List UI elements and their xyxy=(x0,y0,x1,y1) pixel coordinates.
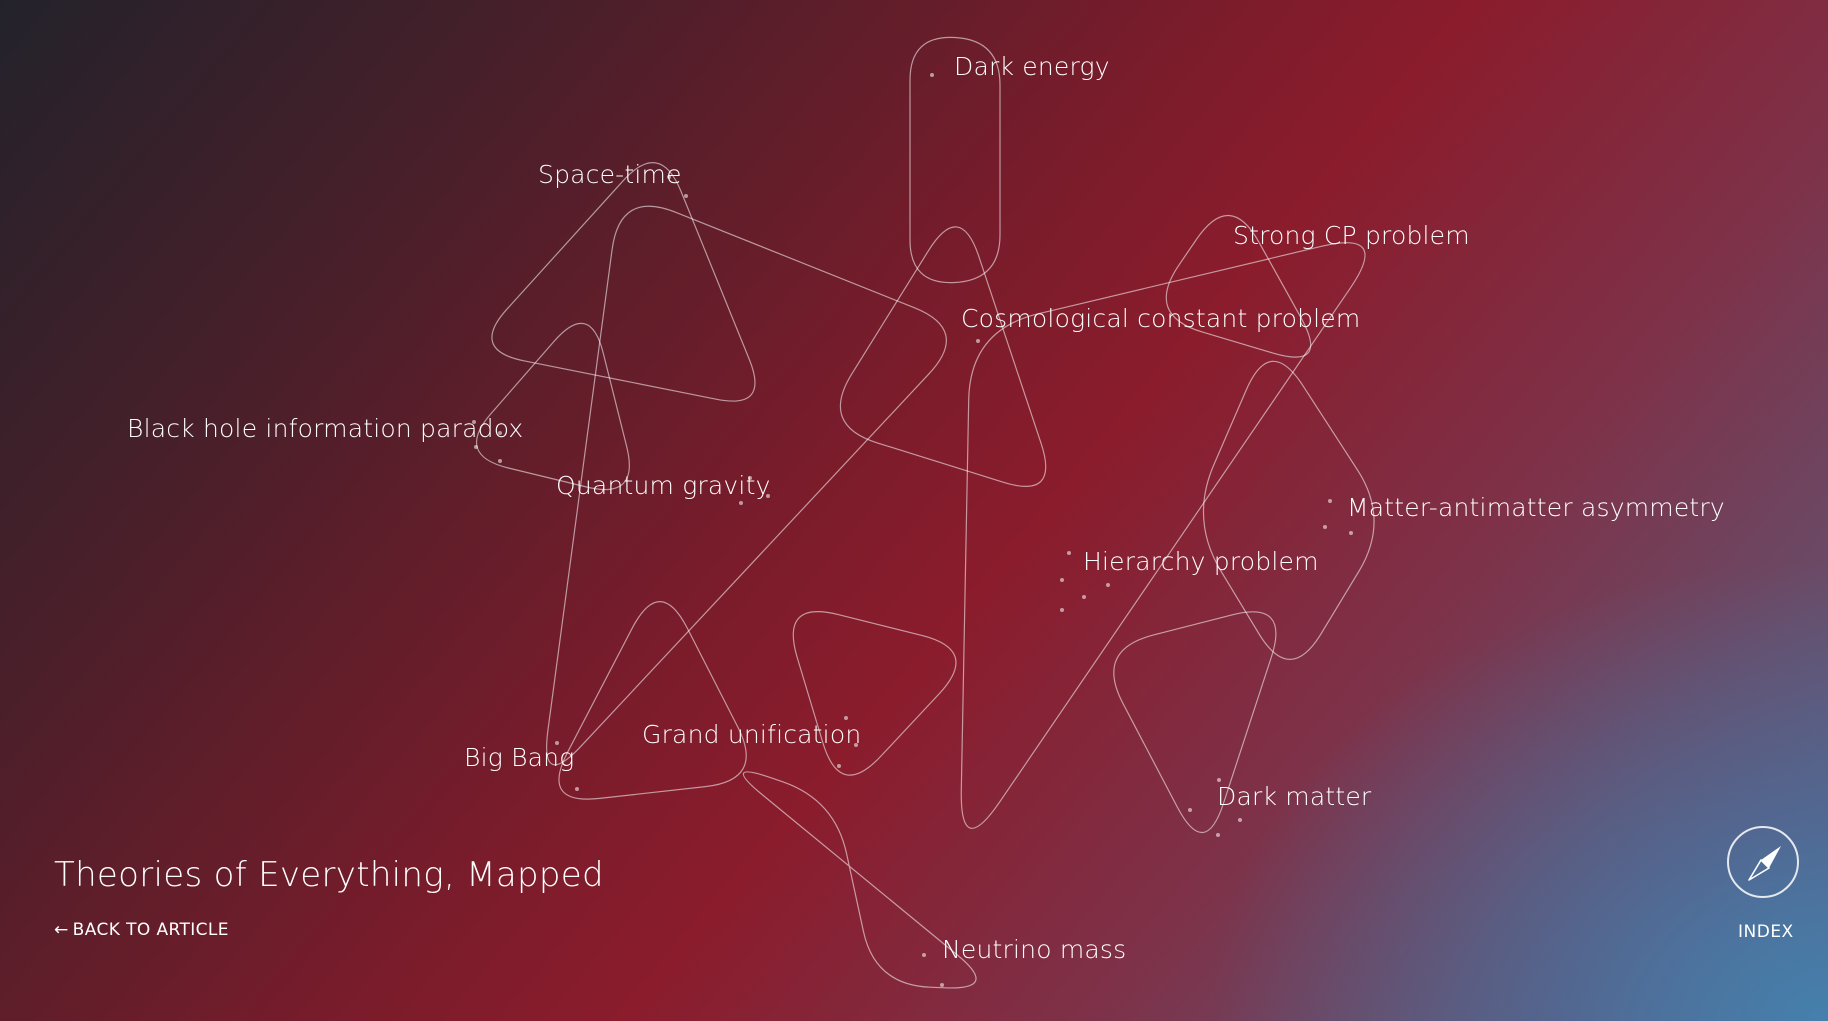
topic-space-time[interactable]: Space-time xyxy=(538,160,682,189)
topic-matter-antimatter-asymmetry[interactable]: Matter-antimatter asymmetry xyxy=(1347,493,1725,522)
topic-dark-energy[interactable]: Dark energy xyxy=(954,52,1110,81)
connection-shape xyxy=(491,162,756,402)
topic-dark-matter[interactable]: Dark matter xyxy=(1217,782,1372,811)
node-dot xyxy=(1323,525,1327,529)
node-dot xyxy=(922,953,926,957)
node-dot xyxy=(739,501,743,505)
connection-shape xyxy=(475,322,630,491)
node-dot xyxy=(1216,833,1220,837)
node-dot xyxy=(1238,818,1242,822)
connection-shape xyxy=(792,611,957,776)
connection-shape xyxy=(1202,360,1375,660)
node-dot xyxy=(1067,551,1071,555)
node-dot xyxy=(1349,531,1353,535)
connection-shape xyxy=(1165,214,1312,358)
node-dot xyxy=(1082,595,1086,599)
back-link-label: BACK TO ARTICLE xyxy=(72,920,229,940)
node-dot xyxy=(766,494,770,498)
connection-shape xyxy=(1113,611,1277,834)
topic-cosmological-constant-problem[interactable]: Cosmological constant problem xyxy=(961,304,1361,333)
back-to-article-link[interactable]: ←BACK TO ARTICLE xyxy=(54,920,229,940)
connection-shape xyxy=(960,242,1366,829)
topic-big-bang[interactable]: Big Bang xyxy=(464,743,575,772)
node-dot xyxy=(837,764,841,768)
node-dots xyxy=(472,73,1353,987)
node-dot xyxy=(667,175,671,179)
left-arrow-icon: ← xyxy=(54,920,69,940)
node-dot xyxy=(1188,808,1192,812)
node-dot xyxy=(474,445,478,449)
node-dot xyxy=(472,420,476,424)
node-dot xyxy=(854,743,858,747)
node-dot xyxy=(498,459,502,463)
index-label: INDEX xyxy=(1738,922,1794,942)
topic-black-hole-information-paradox[interactable]: Black hole information paradox xyxy=(127,414,524,443)
node-dot xyxy=(1217,778,1221,782)
page-title: Theories of Everything, Mapped xyxy=(54,855,604,895)
connection-shape xyxy=(558,601,747,800)
node-dot xyxy=(498,431,502,435)
connection-shape xyxy=(909,36,1001,284)
node-dot xyxy=(555,741,559,745)
node-dot xyxy=(1060,578,1064,582)
connection-shape xyxy=(546,205,947,766)
topic-strong-cp-problem[interactable]: Strong CP problem xyxy=(1233,221,1470,250)
topic-neutrino-mass[interactable]: Neutrino mass xyxy=(942,935,1127,964)
node-dot xyxy=(575,787,579,791)
node-dot xyxy=(1328,499,1332,503)
connection-shape xyxy=(839,226,1047,487)
compass-icon xyxy=(1748,846,1781,881)
node-dot xyxy=(844,716,848,720)
node-dot xyxy=(930,73,934,77)
connection-shapes xyxy=(475,36,1375,989)
node-dot xyxy=(684,194,688,198)
node-dot xyxy=(748,476,752,480)
node-dot xyxy=(940,983,944,987)
connection-shape xyxy=(742,771,977,989)
node-dot xyxy=(1060,608,1064,612)
topic-grand-unification[interactable]: Grand unification xyxy=(642,720,862,749)
node-dot xyxy=(976,339,980,343)
topic-quantum-gravity[interactable]: Quantum gravity xyxy=(556,471,771,500)
node-dot xyxy=(1106,583,1110,587)
topic-hierarchy-problem[interactable]: Hierarchy problem xyxy=(1083,547,1319,576)
index-button[interactable] xyxy=(1727,826,1799,898)
